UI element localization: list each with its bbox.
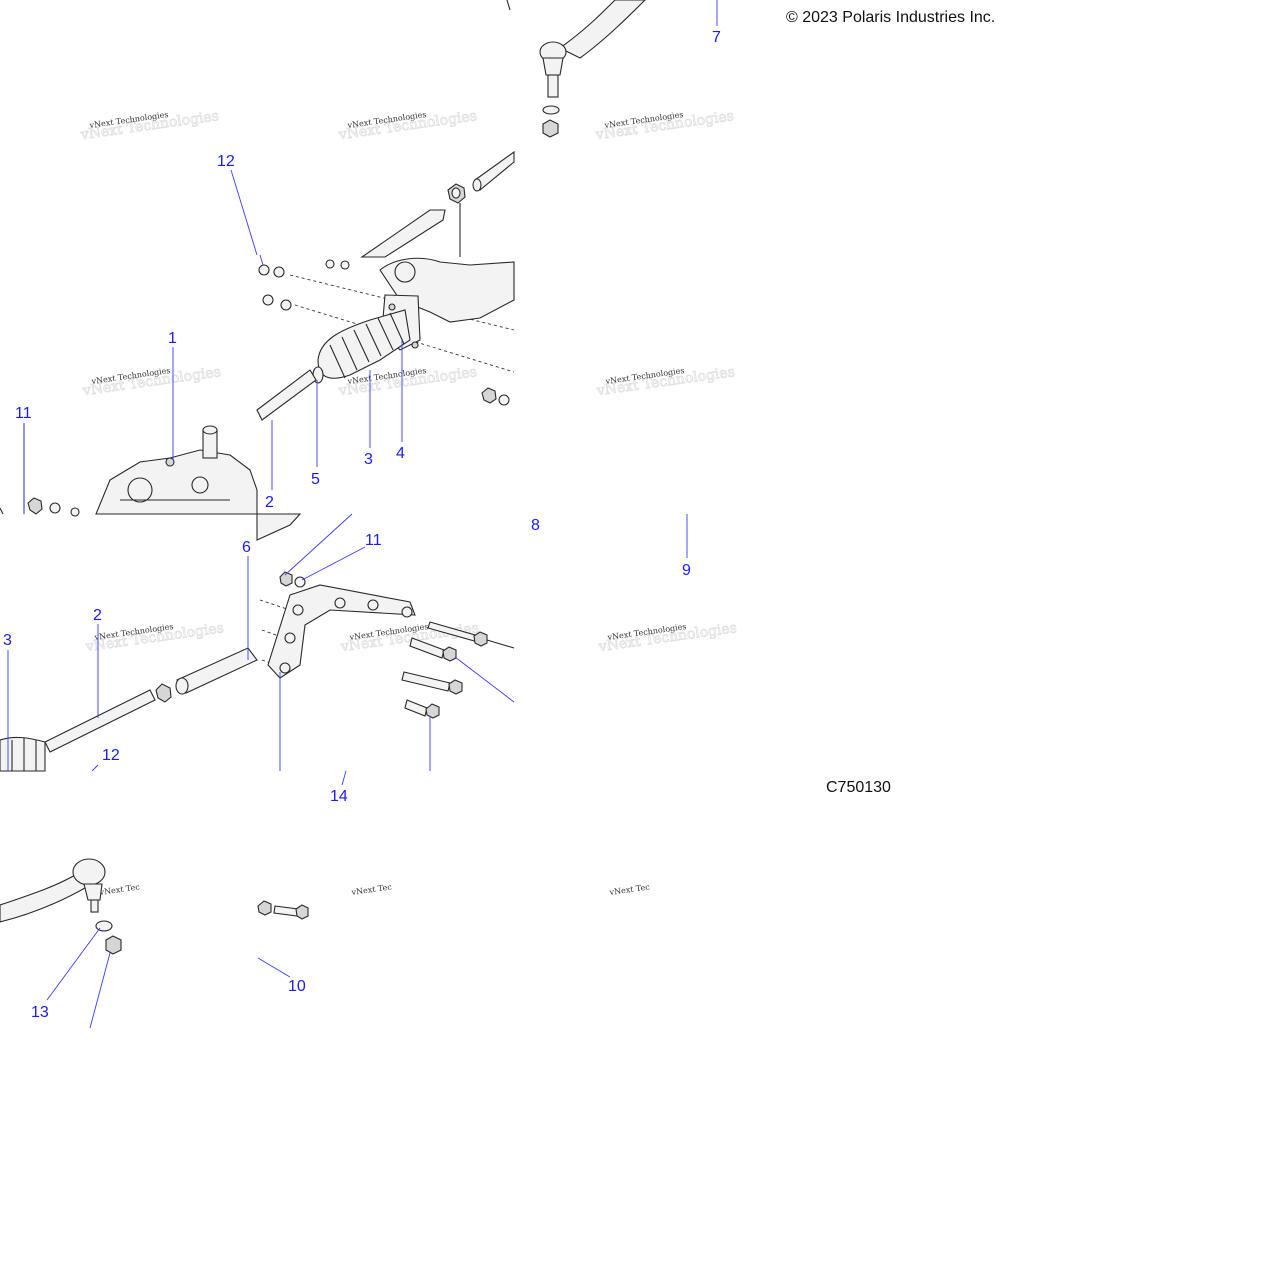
callout-5: 5 [311, 471, 320, 488]
callout-12: 12 [217, 153, 235, 170]
callout-3: 3 [3, 632, 12, 649]
tie-rod-upper [360, 150, 515, 258]
callout-10: 10 [288, 978, 306, 995]
callout-13: 13 [31, 1004, 49, 1021]
mounting-bracket [259, 571, 515, 719]
nut [105, 935, 122, 955]
watermark: vNext Technologies vNext Technologies [596, 620, 738, 656]
bolt [409, 637, 445, 659]
adjuster-sleeve [176, 647, 258, 694]
watermark: vNext Tec [98, 882, 141, 897]
callout-9: 9 [682, 562, 691, 579]
tile-top-left-fragment [506, 0, 511, 11]
tie-rod-end-lower [0, 858, 122, 955]
watermark: vNext Technologies vNext Technologies [593, 108, 735, 144]
callout-6: 6 [242, 539, 251, 556]
rack-and-boot [256, 257, 515, 421]
watermark: vNext Technologies vNext Technologies [83, 620, 225, 656]
callouts: 7 12 1 11 4 3 5 2 8 11 6 9 2 3 12 14 10 … [3, 29, 721, 1021]
steering-gear-left [0, 423, 258, 517]
drawing-code: C750130 [826, 779, 891, 796]
watermark: vNext Technologies vNext Technologies [80, 364, 222, 400]
callout-11: 11 [365, 532, 382, 549]
inner-tie-rod [0, 513, 302, 772]
callout-1: 1 [168, 330, 177, 347]
nut [542, 119, 559, 138]
watermark: vNext Technologies vNext Technologies [336, 108, 478, 144]
leader-lines [7, 0, 718, 1029]
steering-bracket [267, 584, 416, 679]
svg-text:vNext Tec: vNext Tec [98, 882, 141, 897]
bolt [401, 671, 451, 692]
tie-rod-end-upper [539, 0, 646, 138]
bolt-nut-lower [257, 900, 309, 920]
svg-text:vNext Tec: vNext Tec [608, 882, 651, 897]
callout-12: 12 [102, 747, 120, 764]
bellows-boot [317, 309, 411, 379]
watermark: vNext Technologies vNext Technologies [78, 108, 220, 144]
callout-14: 14 [330, 788, 348, 805]
watermark: vNext Tec [350, 882, 393, 897]
bolt [273, 905, 299, 917]
callout-4: 4 [396, 445, 405, 462]
jam-nut [155, 683, 172, 703]
svg-text:vNext Tec: vNext Tec [350, 882, 393, 897]
watermark: vNext Tec [608, 882, 651, 897]
callout-7: 7 [712, 29, 721, 46]
boot-left [0, 736, 46, 772]
callout-11: 11 [15, 405, 32, 422]
callout-8: 8 [531, 517, 540, 534]
callout-3: 3 [364, 451, 373, 468]
callout-2: 2 [93, 607, 102, 624]
callout-2: 2 [265, 494, 274, 511]
washer [542, 105, 560, 115]
watermark: vNext Technologies vNext Technologies [594, 364, 736, 400]
copyright-notice: © 2023 Polaris Industries Inc. [786, 9, 996, 26]
bolt [404, 699, 428, 717]
